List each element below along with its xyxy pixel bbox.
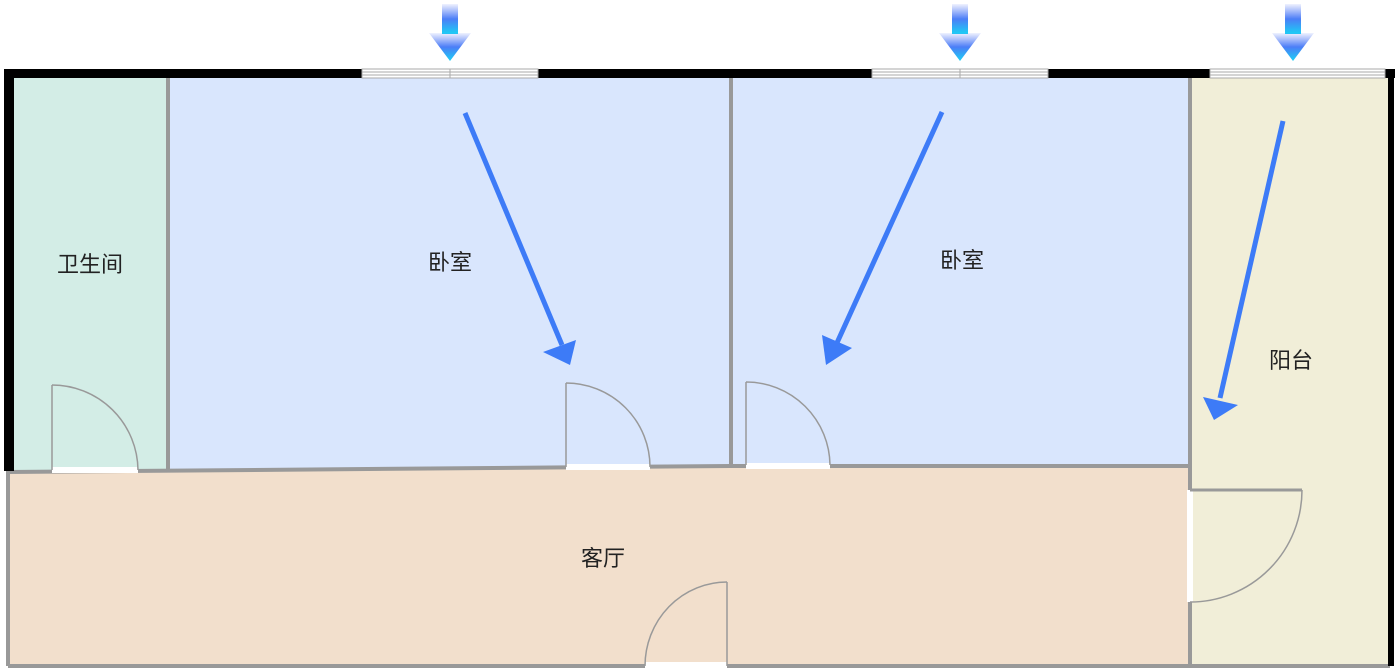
label-bathroom: 卫生间 [57, 253, 123, 278]
doors [51, 381, 1303, 670]
diagonal-arrow-icon [822, 110, 945, 365]
diagonal-arrow-icon [462, 112, 576, 365]
label-bedroom-2: 卧室 [940, 249, 984, 274]
label-living-room: 客厅 [581, 547, 625, 572]
room-living [8, 466, 1190, 666]
down-arrow-icon [939, 4, 981, 61]
room-bedroom-1 [169, 78, 730, 470]
ventilation-arrows [462, 110, 1286, 420]
label-balcony: 阳台 [1269, 349, 1313, 374]
door-balcony [1187, 488, 1303, 603]
room-balcony [1190, 78, 1390, 666]
door-bedroom-1 [565, 382, 651, 470]
exterior-walls [4, 69, 1395, 666]
windows [361, 68, 1386, 79]
sunlight-arrows [429, 4, 1314, 61]
down-arrow-icon [1272, 4, 1314, 61]
diagonal-arrow-icon [1203, 120, 1286, 420]
room-bedroom-2 [732, 78, 1190, 466]
door-bedroom-2 [745, 381, 831, 469]
door-bathroom [51, 384, 139, 473]
label-bedroom-1: 卧室 [428, 251, 472, 276]
room-bathroom [13, 78, 168, 471]
door-entrance [644, 581, 728, 670]
down-arrow-icon [429, 4, 471, 61]
